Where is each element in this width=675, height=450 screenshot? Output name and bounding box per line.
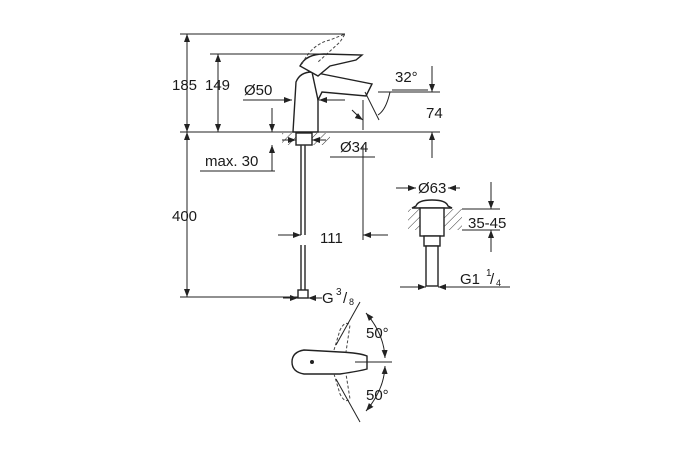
dim-hose-length: 400 [172,208,197,225]
dim-projection: 111 [320,230,343,247]
dim-waste-range: 35-45 [468,215,506,232]
faucet-spout [311,71,374,103]
rotation-angle-top: 50° [366,325,389,342]
thread-waste-slash: / [490,271,495,288]
dim-outlet-height: 74 [426,105,443,122]
rotation-angle-bottom: 50° [366,387,389,404]
thread-hose-slash: / [343,290,348,307]
faucet-top-view: 50° 50° [291,301,392,423]
supply-hose [300,145,306,290]
waste-tail [425,245,439,287]
dim-max-thickness: max. 30 [205,153,258,170]
lever-open-position [301,32,347,65]
thread-waste-letter: G1 [460,271,480,288]
thread-hose-label: G 3 / 8 [322,287,354,307]
waste-body [419,207,445,237]
dim-total-height: 185 [172,77,197,94]
thread-hose-num: 3 [336,287,342,298]
thread-waste-num: 1 [486,268,492,279]
waste-valve-view: Ø63 35-45 G1 1 / 4 [396,180,510,290]
dim-spout-angle: 32° [395,69,418,86]
thread-waste-den: 4 [496,278,501,288]
lever-right-position [333,373,351,402]
dim-body-diameter: Ø50 [244,82,272,99]
dimensions: 185 149 Ø50 32° 74 Ø34 max. 30 400 111 [172,33,443,307]
thread-hose-letter: G [322,290,334,307]
lever-left-position [333,322,351,353]
mounting-nut [295,132,313,146]
dim-hole-diameter: Ø34 [340,139,368,156]
thread-hose-den: 8 [349,297,354,307]
hose-connector [297,289,309,299]
dim-spout-height: 149 [205,77,230,94]
dim-waste-diameter: Ø63 [418,180,446,197]
waste-cap [411,199,453,209]
lever-top [291,349,368,375]
thread-waste-label: G1 1 / 4 [460,268,501,288]
